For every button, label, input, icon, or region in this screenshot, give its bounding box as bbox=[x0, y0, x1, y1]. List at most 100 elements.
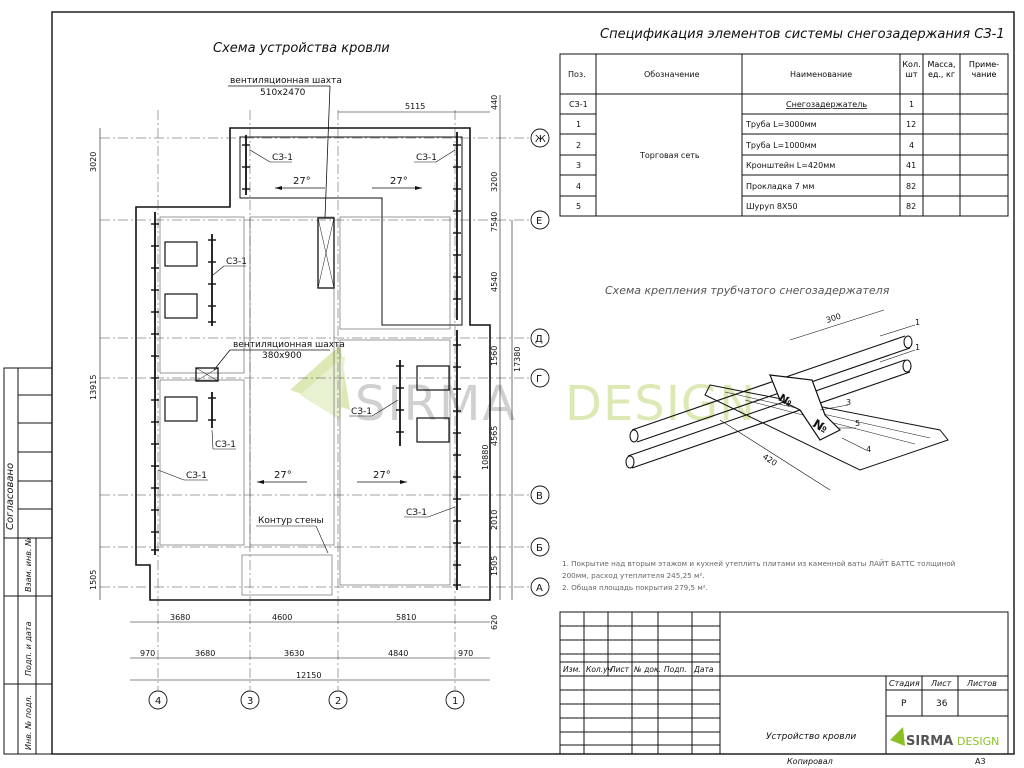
vent-shaft-mid-label: вентиляционная шахта bbox=[233, 340, 345, 350]
spec-row-qty: 82 bbox=[906, 202, 916, 211]
footer-format: А3 bbox=[975, 757, 986, 766]
dim-bottom-2d: 4840 bbox=[388, 649, 408, 658]
logo-design: DESIGN bbox=[957, 735, 999, 748]
spec-row-qty: 4 bbox=[909, 141, 914, 150]
sz1-label-7: СЗ-1 bbox=[406, 508, 427, 518]
tb-header-izm: Изм. bbox=[563, 665, 581, 674]
callout-1a: 1 bbox=[915, 318, 920, 327]
spec-row-name: Шуруп 8Х50 bbox=[746, 202, 798, 211]
dim-right-8: 1505 bbox=[490, 556, 499, 576]
spec-header-qty: Кол. шт bbox=[902, 60, 921, 79]
dim-bottom-2c: 3630 bbox=[284, 649, 304, 658]
axis-label-a: А bbox=[536, 583, 543, 594]
spec-row-qty: 1 bbox=[909, 100, 914, 109]
skylight-4 bbox=[416, 365, 450, 391]
spec-row-pos: СЗ-1 bbox=[569, 100, 588, 109]
spec-row-qty: 82 bbox=[906, 182, 916, 191]
callout-5: 5 bbox=[855, 419, 860, 428]
dim-bottom-1a: 3680 bbox=[170, 613, 190, 622]
tb-sheet-value: 36 bbox=[936, 699, 948, 709]
inner-panel-3 bbox=[339, 216, 451, 330]
spec-table: Спецификация элементов системы снегозаде… bbox=[559, 27, 1009, 217]
spec-row-qty: 41 bbox=[906, 161, 916, 170]
axis-label-4: 4 bbox=[155, 696, 161, 707]
dim-right-1: 440 bbox=[490, 95, 499, 110]
dim-bottom-total: 12150 bbox=[296, 671, 321, 680]
dim-right-combined-1: 17380 bbox=[513, 347, 522, 372]
dim-bottom-2a: 970 bbox=[140, 649, 155, 658]
roof-scheme-title: Схема устройства кровли bbox=[213, 41, 390, 56]
dim-bottom-1c: 5810 bbox=[396, 613, 416, 622]
sz1-label-6: СЗ-1 bbox=[186, 471, 207, 481]
spec-row-name: Труба L=1000мм bbox=[745, 141, 817, 150]
bracket-mark-2: № bbox=[777, 391, 795, 409]
skylight-3 bbox=[164, 396, 198, 422]
skylight-5 bbox=[416, 417, 450, 443]
mount-scheme-title: Схема крепления трубчатого снегозадержат… bbox=[605, 284, 890, 297]
stamp-vzam: Взам. инв. № bbox=[24, 538, 33, 592]
skylight-1 bbox=[164, 241, 198, 267]
company-logo: SIRMA DESIGN bbox=[890, 727, 999, 749]
title-block bbox=[559, 611, 1009, 755]
skylight-2 bbox=[164, 293, 198, 319]
pipes bbox=[625, 335, 913, 469]
vent-shaft-top-size: 510х2470 bbox=[260, 88, 306, 98]
note-line-1: 1. Покрытие над вторым этажом и кухней у… bbox=[562, 559, 956, 568]
tb-header-kolu: Кол.уч bbox=[586, 665, 613, 674]
tb-header-podp: Подп. bbox=[664, 665, 687, 674]
spec-header-mass: Масса, ед., кг bbox=[927, 60, 956, 79]
inner-panel-1 bbox=[159, 216, 245, 374]
callout-3: 3 bbox=[846, 398, 851, 407]
slope-label-3: 27° bbox=[274, 470, 292, 481]
dim-bottom-1b: 4600 bbox=[272, 613, 292, 622]
spec-header-note: Приме-чание bbox=[968, 60, 1000, 79]
dim-left-3: 1505 bbox=[89, 570, 98, 590]
roof-inner-step bbox=[239, 136, 463, 326]
stamp-inv: Инв. № подл. bbox=[24, 695, 33, 750]
inner-panel-4 bbox=[159, 379, 245, 546]
notes: 1. Покрытие над вторым этажом и кухней у… bbox=[562, 559, 956, 592]
axis-label-1: 1 bbox=[452, 696, 458, 707]
stamp-agreed: Согласовано bbox=[5, 463, 16, 530]
sz1-label-4: СЗ-1 bbox=[351, 407, 372, 417]
wall-contour-label: Контур стены bbox=[258, 516, 324, 526]
sz1-label-5: СЗ-1 bbox=[215, 440, 236, 450]
tb-header-date: Дата bbox=[693, 665, 714, 674]
dim-top: 5115 bbox=[405, 102, 425, 111]
spec-row-name: Труба L=3000мм bbox=[745, 120, 817, 129]
watermark: SIRMA DESIGN bbox=[290, 345, 756, 432]
tb-sheets-header: Листов bbox=[966, 679, 997, 688]
dim-right-4: 4540 bbox=[490, 272, 499, 292]
slope-label-4: 27° bbox=[373, 470, 391, 481]
axis-label-2: 2 bbox=[335, 696, 341, 707]
dim-right-3: 7540 bbox=[490, 212, 499, 232]
vent-shaft-mid bbox=[195, 367, 219, 382]
watermark-sirma: SIRMA bbox=[355, 376, 517, 432]
spec-title: Спецификация элементов системы снегозаде… bbox=[600, 27, 1005, 42]
axis-label-e: Е bbox=[536, 216, 542, 227]
axis-label-3: 3 bbox=[247, 696, 253, 707]
slope-label-1: 27° bbox=[293, 176, 311, 187]
axis-label-v: В bbox=[536, 491, 543, 502]
dim-bottom-2b: 3680 bbox=[195, 649, 215, 658]
dim-left-1: 3020 bbox=[89, 152, 98, 172]
watermark-design: DESIGN bbox=[565, 376, 756, 432]
spec-row-pos: 3 bbox=[576, 161, 581, 170]
axis-label-g: Г bbox=[536, 374, 542, 385]
callout-4: 4 bbox=[866, 445, 871, 454]
dim-bottom-2e: 970 bbox=[458, 649, 473, 658]
slope-label-2: 27° bbox=[390, 176, 408, 187]
spec-row-name: Кронштейн L=420мм bbox=[746, 161, 835, 170]
inner-panel-6 bbox=[241, 554, 333, 596]
mount-dim-420: 420 bbox=[761, 452, 779, 468]
dim-right-5: 1560 bbox=[490, 346, 499, 366]
tb-header-ndoc: № док. bbox=[633, 665, 661, 674]
spec-header-pos: Поз. bbox=[568, 70, 586, 79]
note-line-3: 2. Общая площадь покрытия 279,5 м². bbox=[562, 583, 708, 592]
spec-header-name: Наименование bbox=[790, 70, 852, 79]
dim-right-6: 4565 bbox=[490, 426, 499, 446]
axis-label-zh: Ж bbox=[535, 134, 546, 145]
spec-row-pos: 2 bbox=[576, 141, 581, 150]
snow-guard-ticks bbox=[151, 144, 461, 586]
